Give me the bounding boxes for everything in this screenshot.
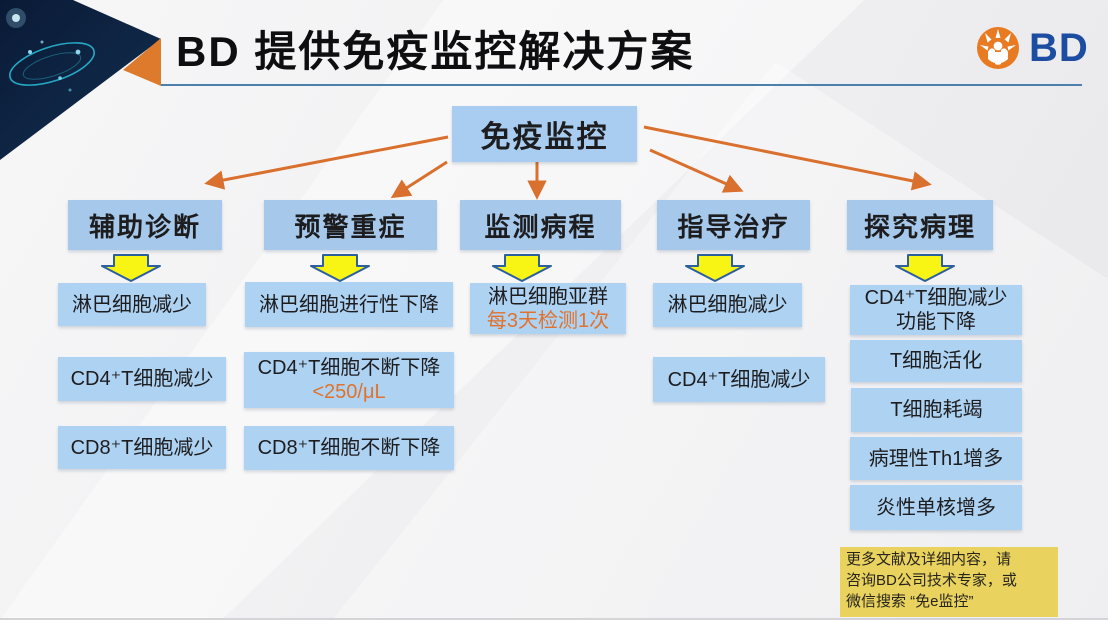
root-node-label: 免疫监控 — [480, 121, 609, 154]
down-arrow-icon — [310, 254, 370, 282]
item-box: 淋巴细胞减少 — [58, 283, 206, 326]
item-text: 淋巴细胞减少 — [667, 294, 788, 316]
item-box: 炎性单核增多 — [850, 485, 1022, 530]
corner-tech-art — [0, 0, 161, 160]
root-node: 免疫监控 — [452, 106, 637, 162]
note-box: 更多文献及详细内容，请 咨询BD公司技术专家，或 微信搜索 “免e监控” — [840, 547, 1058, 617]
item-box: CD4⁺T细胞减少 — [653, 357, 825, 402]
item-text: 功能下降 — [896, 311, 976, 333]
item-text: 病理性Th1增多 — [868, 447, 1004, 470]
down-arrow-icon — [492, 254, 552, 282]
item-box: 淋巴细胞减少 — [653, 283, 802, 327]
category-label: 辅助诊断 — [88, 211, 201, 242]
item-box: 病理性Th1增多 — [850, 437, 1022, 480]
item-box: CD8⁺T细胞减少 — [58, 426, 226, 469]
item-box: 淋巴细胞亚群 每3天检测1次 — [470, 283, 626, 334]
item-text: CD8⁺T细胞减少 — [70, 436, 214, 459]
note-line: 微信搜索 “免e监控” — [846, 593, 974, 610]
note-line: 更多文献及详细内容，请 — [846, 551, 1012, 568]
bd-sunburst-icon — [977, 27, 1019, 69]
category-label: 监测病程 — [484, 211, 597, 242]
down-arrow-icon — [895, 254, 955, 282]
item-box: CD4⁺T细胞不断下降 <250/μL — [244, 352, 454, 408]
item-box: T细胞活化 — [850, 340, 1022, 382]
item-highlight-text: <250/μL — [312, 381, 386, 403]
bottom-divider — [0, 618, 1108, 620]
item-text: 淋巴细胞进行性下降 — [259, 293, 439, 316]
down-arrow-icon — [685, 254, 745, 282]
item-box: 淋巴细胞进行性下降 — [245, 282, 453, 327]
item-text: 淋巴细胞亚群 — [488, 285, 608, 308]
item-text: 淋巴细胞减少 — [72, 293, 192, 316]
item-box: CD8⁺T细胞不断下降 — [244, 426, 454, 470]
item-text: T细胞耗竭 — [890, 399, 983, 421]
item-box: CD4⁺T细胞减少 功能下降 — [850, 285, 1022, 335]
category-box-auxiliary-diagnosis: 辅助诊断 — [68, 200, 222, 250]
item-box: CD4⁺T细胞减少 — [58, 357, 226, 401]
category-label: 探究病理 — [863, 211, 976, 242]
item-text: T细胞活化 — [889, 350, 983, 372]
header-divider — [161, 84, 1082, 86]
slide-title: BD 提供免疫监控解决方案 — [176, 28, 695, 75]
category-box-disease-monitoring: 监测病程 — [460, 200, 621, 250]
category-box-explore-pathology: 探究病理 — [847, 200, 993, 250]
down-arrow-icon — [101, 254, 161, 282]
item-text: 炎性单核增多 — [876, 496, 996, 519]
note-line: 咨询BD公司技术专家，或 — [846, 572, 1017, 589]
bd-logo: BD — [975, 25, 1089, 71]
category-box-severe-warning: 预警重症 — [264, 200, 437, 250]
item-text: CD4⁺T细胞减少 — [667, 368, 811, 391]
item-text: CD4⁺T细胞减少 — [70, 368, 214, 390]
category-label: 指导治疗 — [677, 211, 790, 242]
category-box-guide-therapy: 指导治疗 — [657, 200, 810, 250]
item-box: T细胞耗竭 — [851, 388, 1022, 432]
item-text: CD8⁺T细胞不断下降 — [257, 437, 441, 459]
item-highlight-text: 每3天检测1次 — [486, 309, 610, 332]
bd-logo-text: BD — [1029, 25, 1089, 70]
item-text: CD4⁺T细胞减少 — [864, 287, 1008, 309]
item-text: CD4⁺T细胞不断下降 — [257, 357, 441, 379]
category-label: 预警重症 — [294, 211, 407, 242]
